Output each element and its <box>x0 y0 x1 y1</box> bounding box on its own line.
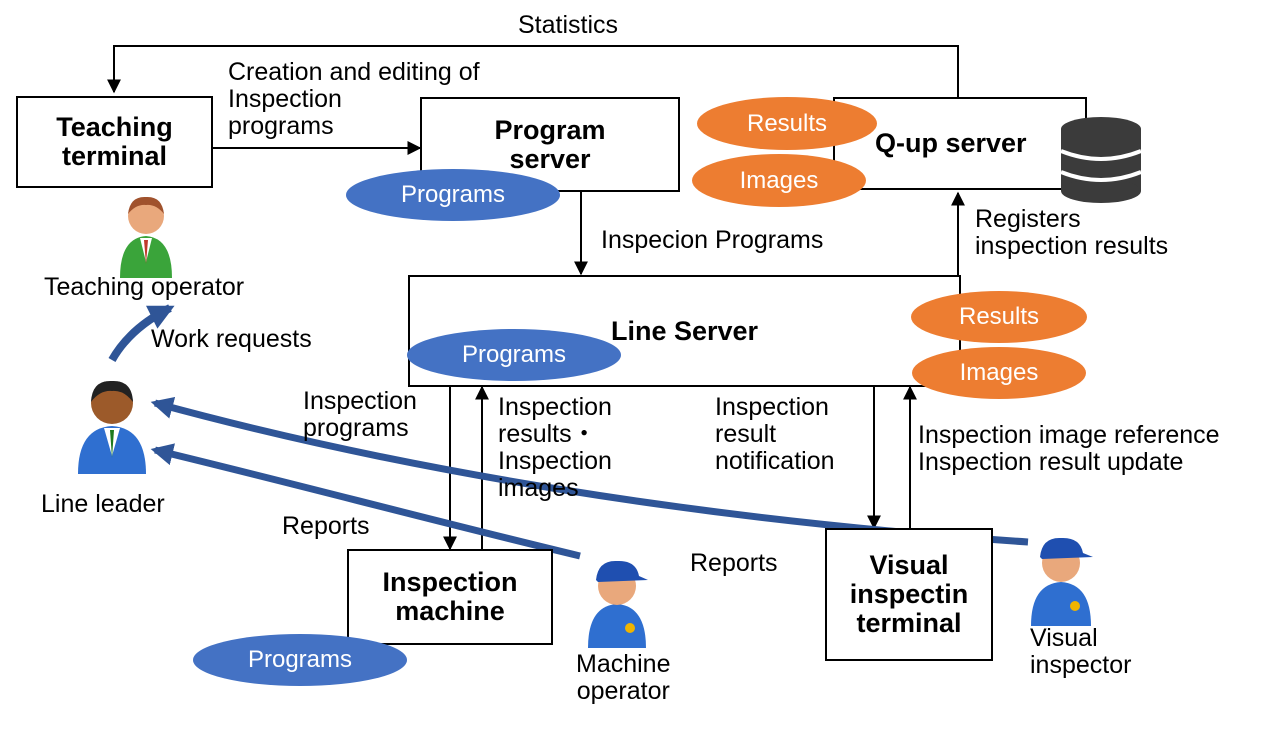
line-leader-icon <box>78 380 146 474</box>
inspection-programs-down-label: Inspection programs <box>303 387 417 442</box>
statistics-label: Statistics <box>518 11 619 39</box>
image-reference-update-label: Inspection image reference Inspection re… <box>918 421 1220 476</box>
work-requests-label: Work requests <box>151 325 312 353</box>
results-images-up-label: Inspection results・ Inspection images <box>498 393 612 502</box>
line-server-programs-bubble: Programs <box>407 329 621 381</box>
machine-programs-bubble: Programs <box>193 634 407 686</box>
machine-operator-label: Machine operator <box>576 650 671 705</box>
creation-editing-label: Creation and editing of Inspection progr… <box>228 58 480 140</box>
visual-terminal-box: Visual inspectin terminal <box>825 528 993 661</box>
qup-server-box: Q-up server <box>833 97 1087 190</box>
teaching-terminal-box: Teaching terminal <box>16 96 213 188</box>
machine-operator-icon <box>588 560 648 648</box>
visual-inspector-label: Visual inspector <box>1030 624 1132 679</box>
work-requests-arrow <box>108 304 175 363</box>
statistics-arrow <box>107 45 959 97</box>
program-server-programs-bubble: Programs <box>346 169 560 221</box>
qup-results-bubble: Results <box>697 97 877 150</box>
visual-inspector-icon <box>1031 537 1093 626</box>
line-leader-label: Line leader <box>41 490 165 518</box>
reports-right-label: Reports <box>690 549 778 577</box>
line-images-bubble: Images <box>912 347 1086 399</box>
reports-machine-operator-arrow <box>150 443 581 560</box>
qup-server-label: Q-up server <box>875 128 1027 158</box>
inspection-machine-box: Inspection machine <box>347 549 553 645</box>
teaching-operator-icon <box>120 196 172 278</box>
reports-left-label: Reports <box>282 512 370 540</box>
qup-images-bubble: Images <box>692 154 866 207</box>
teaching-operator-label: Teaching operator <box>44 273 245 301</box>
result-notification-label: Inspection result notification <box>715 393 835 475</box>
database-icon <box>1060 117 1142 203</box>
registers-results-label: Registers inspection results <box>975 205 1169 260</box>
inspecion-programs-label: Inspecion Programs <box>601 226 824 254</box>
line-results-bubble: Results <box>911 291 1087 343</box>
